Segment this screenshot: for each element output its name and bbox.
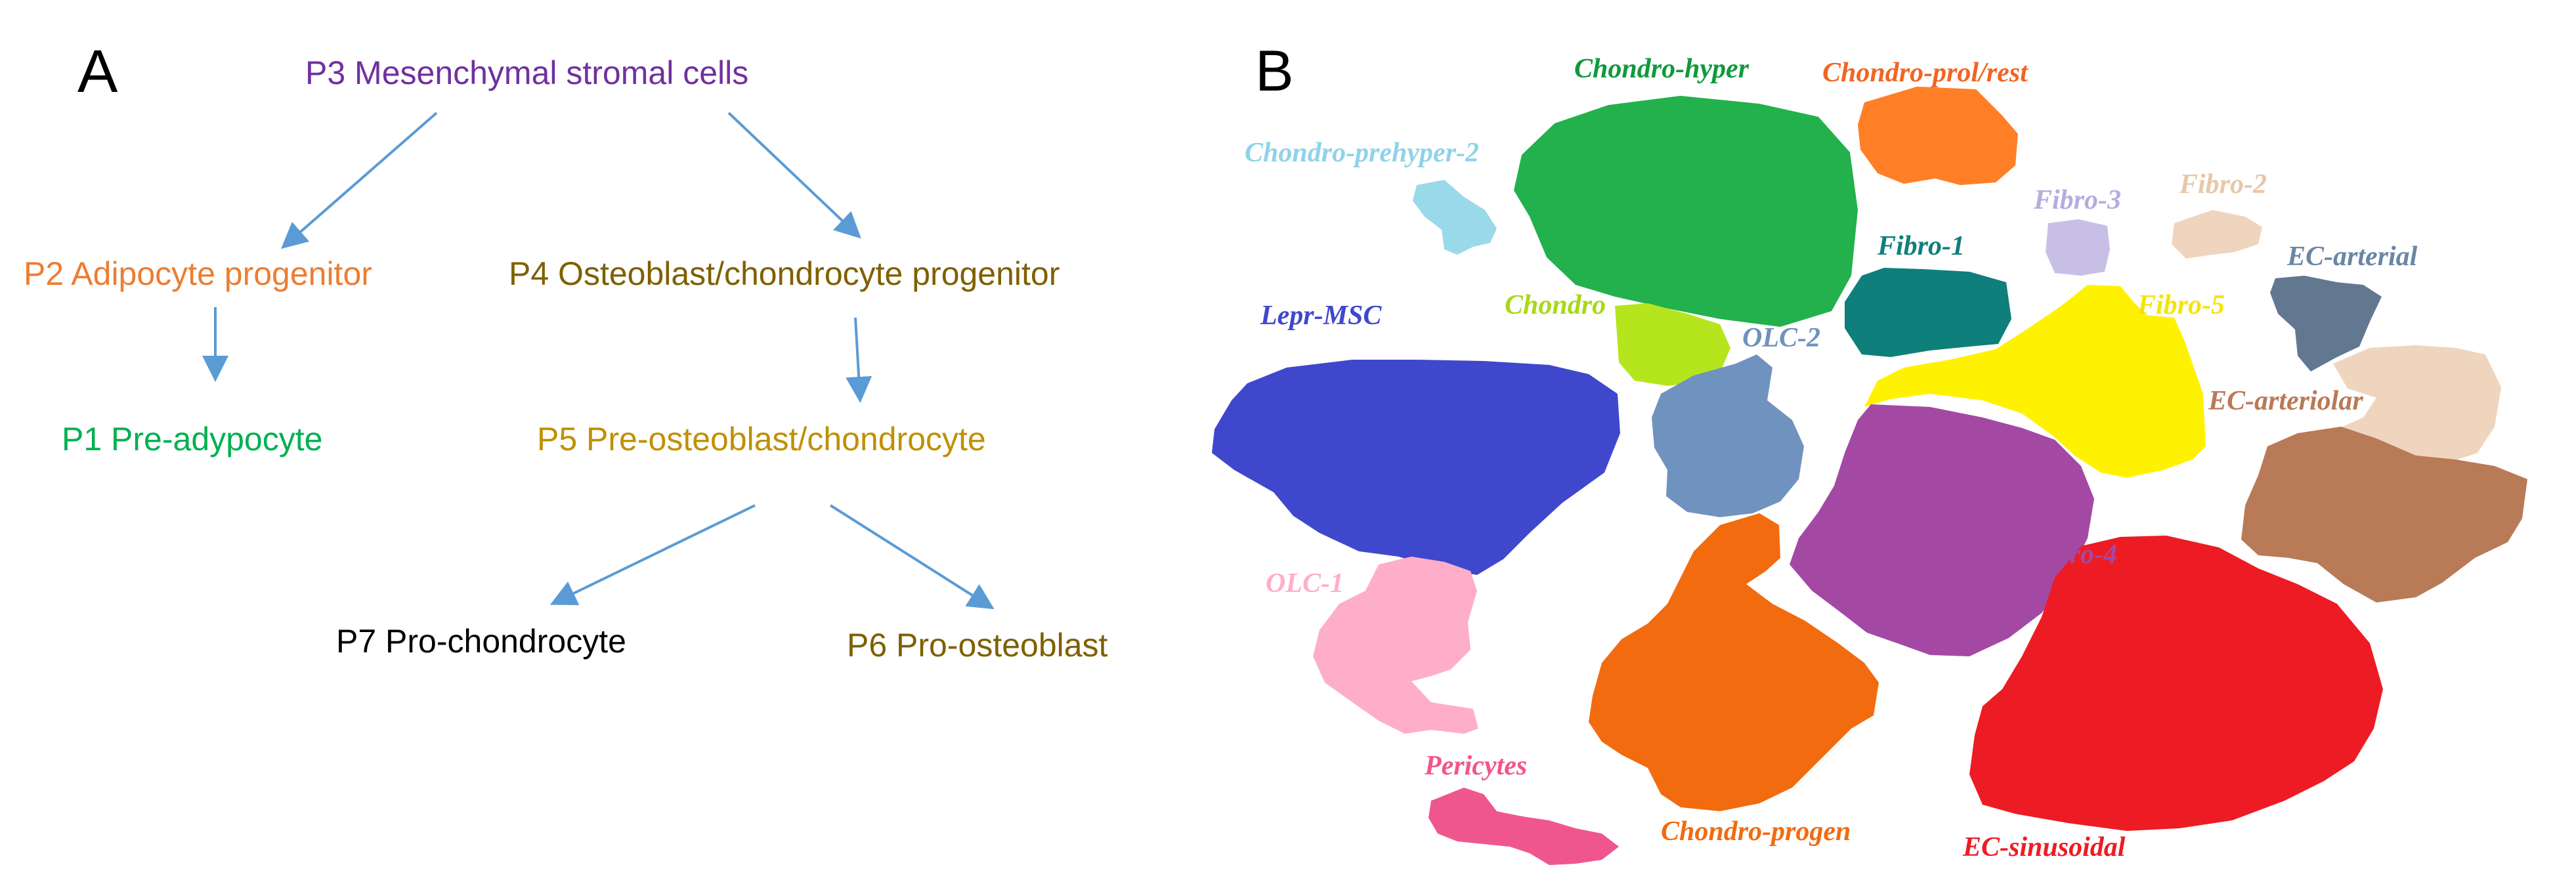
node-p3: P3 Mesenchymal stromal cells	[305, 54, 748, 91]
panel-a: A P3 Mesenchymal stromal cells P2 Adipoc…	[24, 38, 1108, 664]
cluster-chondro-prol-rest	[1858, 87, 2018, 185]
arrow-p5-to-p7	[549, 504, 756, 606]
cluster-ec-sinusoidal	[1969, 536, 2383, 831]
panel-b-letter: B	[1255, 38, 1294, 103]
node-p5: P5 Pre-osteoblast/chondrocyte	[537, 421, 986, 457]
label-olc-1: OLC-1	[1266, 568, 1344, 599]
panel-b: B Chondro-hyper Chondro-prol/rest	[1212, 38, 2527, 865]
label-ec-sinusoidal: EC-sinusoidal	[1962, 832, 2126, 862]
cluster-fibro-3	[2046, 219, 2110, 276]
label-fibro-5: Fibro-5	[2137, 290, 2225, 320]
lineage-arrows	[202, 112, 995, 610]
label-olc-2: OLC-2	[1742, 323, 1820, 353]
label-fibro-4: Fibro-4	[2029, 540, 2117, 570]
label-lepr-msc: Lepr-MSC	[1260, 301, 1382, 331]
arrow-p5-to-p6	[829, 504, 995, 610]
label-chondro-progen: Chondro-progen	[1661, 816, 1851, 847]
label-ec-arterial: EC-arterial	[2286, 242, 2418, 272]
label-chondro: Chondro	[1505, 290, 1606, 320]
cluster-chondro-prehyper-2	[1413, 180, 1497, 255]
node-p1: P1 Pre-adypocyte	[62, 421, 322, 457]
cluster-fibro-1	[1845, 268, 2011, 357]
label-ec-arteriolar: EC-arteriolar	[2208, 386, 2363, 416]
cluster-ec-arterial	[2270, 276, 2382, 371]
label-fibro-2: Fibro-2	[2179, 169, 2267, 200]
cluster-ec-arteriolar	[2241, 427, 2527, 603]
cluster-olc-1	[1313, 557, 1478, 734]
arrow-p4-to-p5	[846, 317, 872, 403]
label-chondro-hyper: Chondro-hyper	[1574, 54, 1750, 84]
label-chondro-prehyper-2: Chondro-prehyper-2	[1245, 138, 1479, 168]
cluster-labels: Chondro-hyper Chondro-prol/rest Chondro-…	[1245, 54, 2418, 862]
node-p2: P2 Adipocyte progenitor	[24, 255, 372, 292]
cluster-fibro-2	[2172, 210, 2262, 259]
cluster-olc-2	[1652, 354, 1804, 517]
label-pericytes: Pericytes	[1424, 751, 1527, 781]
cluster-ec-arteriolar-light	[2333, 345, 2501, 467]
cluster-blobs	[1212, 87, 2527, 865]
arrow-p3-to-p4	[727, 112, 861, 239]
cluster-fibro-4	[1790, 404, 2094, 656]
cluster-chondro-progen	[1589, 513, 1879, 811]
label-fibro-1: Fibro-1	[1877, 231, 1965, 261]
node-p4: P4 Osteoblast/chondrocyte progenitor	[509, 255, 1060, 292]
label-fibro-3: Fibro-3	[2033, 185, 2121, 215]
label-chondro-prol-rest: Chondro-prol/rest	[1822, 58, 2029, 88]
node-p6: P6 Pro-osteoblast	[847, 627, 1108, 664]
cluster-fibro-5	[1864, 285, 2206, 478]
arrow-p3-to-p2	[280, 112, 438, 249]
cluster-chondro-hyper	[1514, 96, 1858, 327]
cluster-pericytes	[1428, 788, 1619, 865]
cluster-chondro	[1615, 303, 1730, 386]
node-p7: P7 Pro-chondrocyte	[336, 623, 626, 660]
panel-a-letter: A	[77, 38, 118, 105]
cluster-lepr-msc	[1212, 360, 1620, 575]
